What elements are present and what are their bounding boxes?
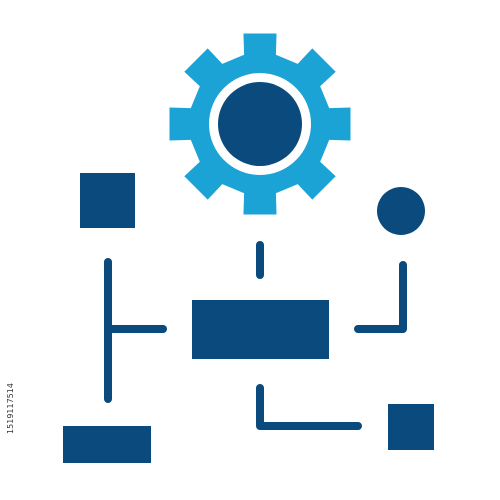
top-left-square-node	[80, 173, 135, 228]
gear-icon	[169, 33, 351, 215]
right-elbow-connector	[354, 261, 407, 333]
top-right-circle-node	[377, 187, 425, 235]
bottom-right-square-node	[388, 404, 434, 450]
bottom-elbow-connector	[256, 384, 362, 430]
stock-id-label: 1519117514	[3, 383, 17, 434]
gear-hub	[218, 82, 302, 166]
stock-id-text: 1519117514	[5, 382, 15, 434]
center-process-rect	[192, 300, 329, 359]
bottom-left-rect-node	[63, 426, 151, 463]
